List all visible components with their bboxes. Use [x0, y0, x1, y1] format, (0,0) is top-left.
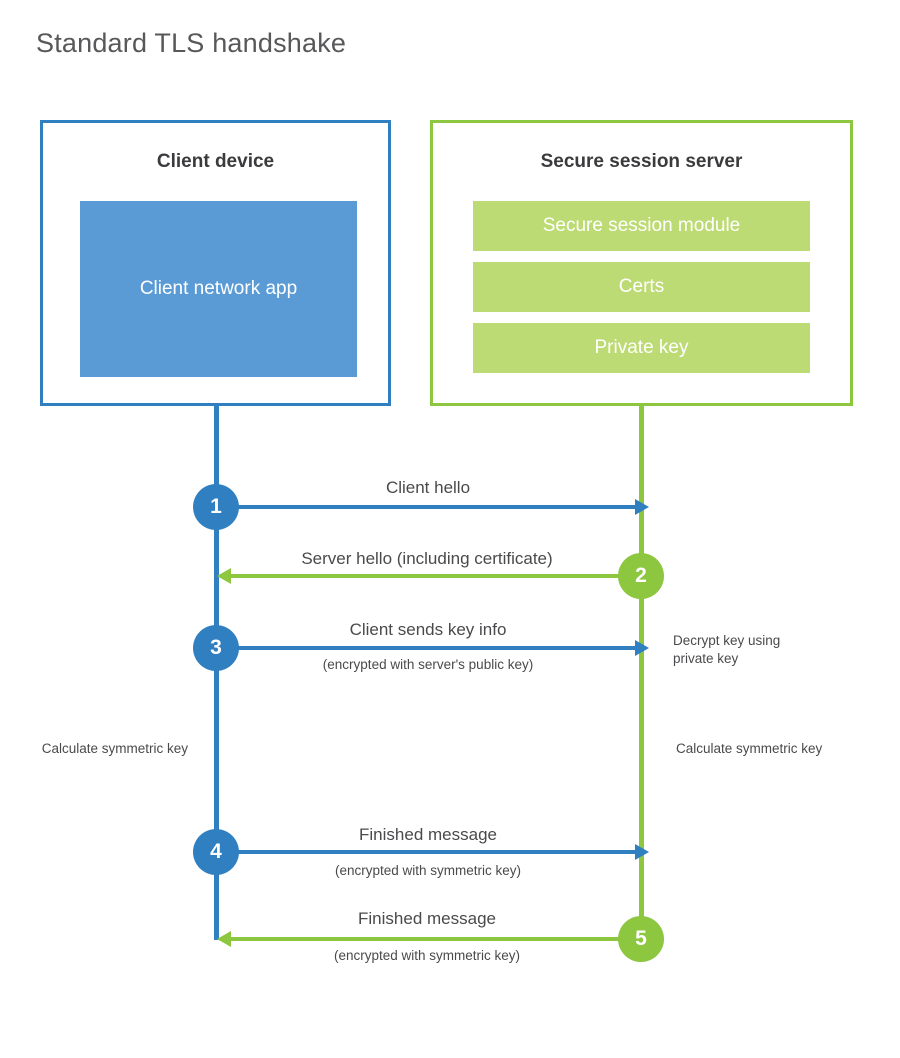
step-5-arrow [217, 931, 636, 947]
arrow-head-right-icon [635, 844, 649, 860]
step-5-circle[interactable]: 5 [618, 916, 664, 962]
server-block-secure-session-module: Secure session module [473, 201, 810, 251]
step-3-arrow [218, 640, 649, 656]
client-lifeline [214, 406, 219, 940]
page-title: Standard TLS handshake [36, 28, 347, 58]
step-5-message-label: Finished message [358, 909, 496, 928]
server-lifeline [639, 406, 644, 940]
client-device-box: Client device Client network app [40, 120, 391, 406]
step-4-arrow [218, 844, 649, 860]
server-block-certs: Certs [473, 262, 810, 312]
step-2-arrow [217, 568, 636, 584]
step-1-arrow [218, 499, 649, 515]
server-calculate-symmetric-key-annotation: Calculate symmetric key [676, 741, 823, 756]
server-component-list: Secure session module Certs Private key [473, 201, 810, 384]
server-decrypt-annotation: Decrypt key using private key [673, 633, 781, 667]
step-3-circle[interactable]: 3 [193, 625, 239, 671]
arrow-head-left-icon [217, 568, 231, 584]
step-2-message-label: Server hello (including certificate) [301, 549, 553, 568]
client-device-title: Client device [156, 151, 275, 172]
step-5-sub-label: (encrypted with symmetric key) [333, 948, 521, 963]
arrow-head-left-icon [217, 931, 231, 947]
step-3-message-label: Client sends key info [349, 620, 507, 639]
server-block-private-key: Private key [473, 323, 810, 373]
step-1-message-label: Client hello [385, 478, 471, 497]
arrow-head-right-icon [635, 499, 649, 515]
secure-session-server-title: Secure session server [540, 151, 743, 172]
background-watermark [218, 412, 618, 472]
arrow-head-right-icon [635, 640, 649, 656]
step-1-circle[interactable]: 1 [193, 484, 239, 530]
step-4-message-label: Finished message [359, 825, 497, 844]
step-2-circle[interactable]: 2 [618, 553, 664, 599]
step-4-circle[interactable]: 4 [193, 829, 239, 875]
client-calculate-symmetric-key-annotation: Calculate symmetric key [41, 741, 188, 756]
step-4-sub-label: (encrypted with symmetric key) [334, 863, 522, 878]
step-3-sub-label: (encrypted with server's public key) [322, 657, 534, 672]
client-network-app-block: Client network app [80, 201, 357, 377]
secure-session-server-box: Secure session server Secure session mod… [430, 120, 853, 406]
